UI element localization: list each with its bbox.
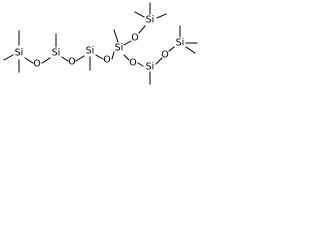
bond-si6-o6 [155,57,163,65]
atom-o2: O [68,57,75,68]
bond-o4-si5 [138,25,146,34]
bond-o2-si3 [75,55,85,62]
atom-si7: Si [176,38,185,49]
bond-o3-si4 [111,51,115,60]
bond-si7-methyl-down [185,46,196,54]
atom-o3: O [103,55,110,66]
atom-si5: Si [146,15,155,26]
atom-o6: O [161,50,168,61]
bond-o1-si2 [41,57,51,64]
bond-si4-methyl [113,29,119,43]
atom-labels: Si O Si O Si O Si O Si O Si O Si [15,15,185,73]
bond-si3-o3 [95,54,104,60]
atom-si2: Si [52,48,61,59]
bond-si5-methyl-left [134,11,145,18]
bond-si5-methyl-right [156,13,167,19]
bond-o6-si7 [168,46,175,52]
bond-si2-o2 [61,56,69,62]
siloxane-structure-diagram: Si O Si O Si O Si O Si O Si O Si [3,2,198,85]
atom-si3: Si [86,46,95,57]
bond-si1-methyl-left [3,54,14,61]
bond-lines [3,2,198,85]
atom-o4: O [131,33,138,44]
bond-si1-o1 [24,57,34,64]
chemical-structure-canvas: Si O Si O Si O Si O Si O Si O Si [0,0,199,87]
atom-si6: Si [146,62,155,73]
bond-si4-o4 [123,40,132,46]
atom-si1: Si [15,48,24,59]
atom-si4: Si [115,43,124,54]
atom-o1: O [33,59,40,70]
bond-si4-o5 [123,54,130,61]
atom-o5: O [129,58,136,69]
bond-o5-si6 [137,62,144,67]
